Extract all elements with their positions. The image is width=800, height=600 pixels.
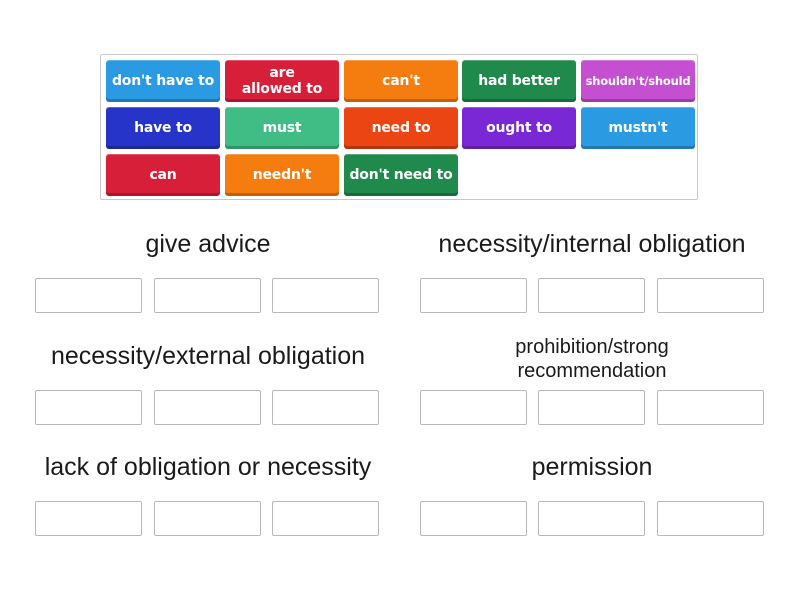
drop-slot[interactable] <box>538 278 645 313</box>
tile-can[interactable]: can <box>106 154 220 196</box>
tile-shouldnt-should[interactable]: shouldn't/should <box>581 60 695 102</box>
group-title-necessity-external: necessity/external obligation <box>50 342 366 370</box>
drop-slot[interactable] <box>420 278 527 313</box>
tile-mustnt[interactable]: mustn't <box>581 107 695 149</box>
group-title-permission: permission <box>531 453 653 481</box>
tile-are-allowed-to[interactable]: are allowed to <box>225 60 339 102</box>
tile-neednt[interactable]: needn't <box>225 154 339 196</box>
drop-slot[interactable] <box>154 501 261 536</box>
drop-slot[interactable] <box>272 390 379 425</box>
group-title-lack-of-obligation: lack of obligation or necessity <box>44 453 372 481</box>
drop-slot[interactable] <box>538 501 645 536</box>
drop-slot[interactable] <box>154 278 261 313</box>
group-title-give-advice: give advice <box>145 230 271 258</box>
drop-slot[interactable] <box>420 501 527 536</box>
drop-slot[interactable] <box>154 390 261 425</box>
group-title-prohibition: prohibition/strong recommendation <box>515 336 669 382</box>
drop-slot[interactable] <box>657 390 764 425</box>
tile-dont-have-to[interactable]: don't have to <box>106 60 220 102</box>
tile-had-better[interactable]: had better <box>462 60 576 102</box>
drop-slot[interactable] <box>35 501 142 536</box>
tile-have-to[interactable]: have to <box>106 107 220 149</box>
tile-cant[interactable]: can't <box>344 60 458 102</box>
drop-slot[interactable] <box>272 278 379 313</box>
drop-slot[interactable] <box>657 501 764 536</box>
tile-need-to[interactable]: need to <box>344 107 458 149</box>
tile-must[interactable]: must <box>225 107 339 149</box>
drop-slot[interactable] <box>35 278 142 313</box>
tile-dont-need-to[interactable]: don't need to <box>344 154 458 196</box>
drop-slot[interactable] <box>538 390 645 425</box>
drop-slot[interactable] <box>35 390 142 425</box>
word-tile-tray: don't have to are allowed to can't had b… <box>100 54 698 200</box>
drop-slot[interactable] <box>272 501 379 536</box>
drop-slot[interactable] <box>657 278 764 313</box>
drop-slot[interactable] <box>420 390 527 425</box>
tile-ought-to[interactable]: ought to <box>462 107 576 149</box>
group-title-necessity-internal: necessity/internal obligation <box>438 230 746 258</box>
